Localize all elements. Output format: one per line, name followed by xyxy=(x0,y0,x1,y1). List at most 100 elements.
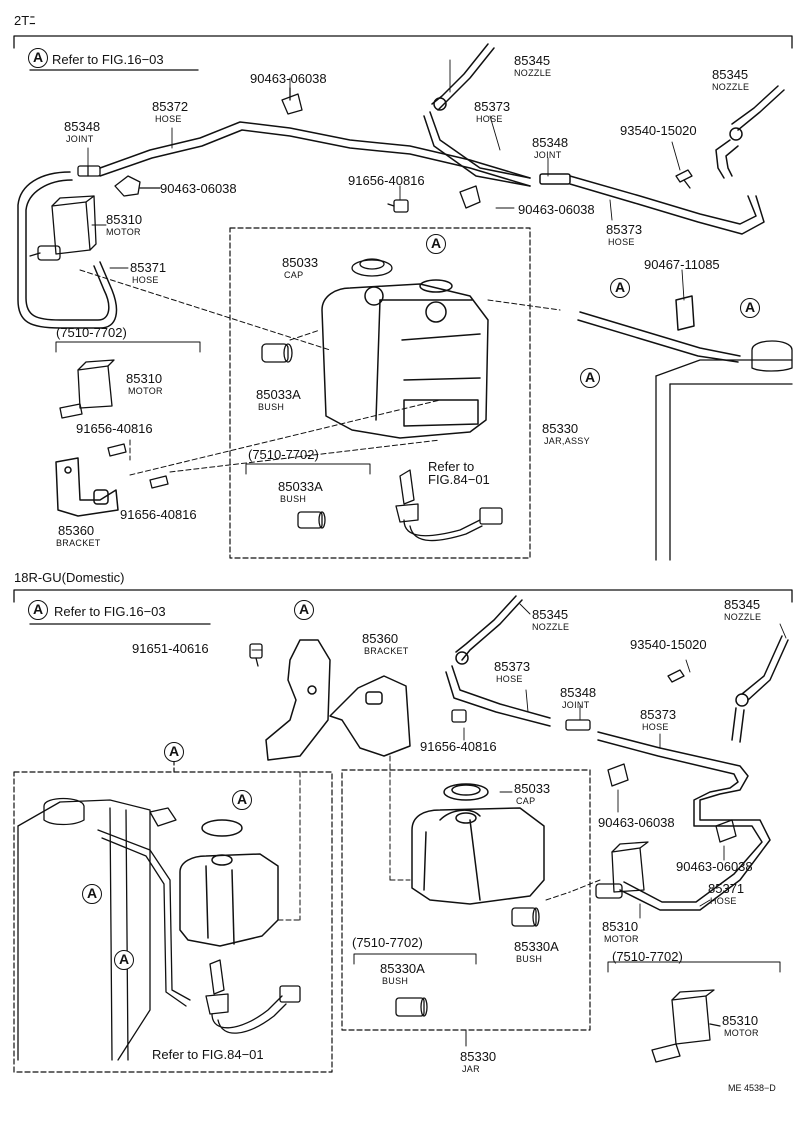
callout-number: 85033A xyxy=(278,479,323,494)
upper-dashed-guides xyxy=(79,269,561,476)
callout-number: 85330 xyxy=(542,421,579,436)
callout-number: 85373 xyxy=(474,99,511,114)
nozzle-85345-lower-right xyxy=(731,635,789,743)
lower-dashed-guides xyxy=(389,755,601,901)
callout-number: 91656-40816 xyxy=(348,173,425,188)
callout-number: 85348 xyxy=(64,119,101,134)
callout-number: 85330A xyxy=(514,939,559,954)
hose-90467-right xyxy=(577,295,741,363)
section-title-upper: 2Tﾆ xyxy=(14,13,36,28)
callout-name: HOSE xyxy=(155,114,182,124)
callout-name: NOZZLE xyxy=(514,68,552,78)
marker-a: A xyxy=(232,790,252,810)
motor-85310-upper xyxy=(29,195,97,261)
ref-letter-lower: A xyxy=(28,600,48,620)
hose-85373-right xyxy=(539,173,765,235)
lower-section-frame xyxy=(13,589,793,625)
callout-number: 90467-11085 xyxy=(644,257,720,272)
cap-85033-upper xyxy=(351,258,393,277)
section-reference-upper: Refer to FIG.16−03 xyxy=(52,52,164,67)
pump-connector-upper xyxy=(395,469,503,542)
marker-a: A xyxy=(740,298,760,318)
callout-number: Refer to xyxy=(428,459,475,474)
callout-number: FIG.84−01 xyxy=(428,472,490,487)
clip-90463-top xyxy=(281,87,303,115)
callout-number: 85371 xyxy=(130,260,167,275)
callout-number: (7510-7702) xyxy=(248,447,319,462)
drawing-code: ME 4538−D xyxy=(728,1083,776,1093)
clip-90463-center xyxy=(459,185,481,209)
jar-lower-left xyxy=(179,819,279,947)
nozzle-85345-lower-center xyxy=(445,595,551,727)
hose-85371-upper xyxy=(17,171,118,329)
callout-number: 85345 xyxy=(712,67,749,82)
variant-bracket-lower-right xyxy=(607,961,781,973)
callout-number: 85348 xyxy=(560,685,597,700)
marker-a: A xyxy=(164,742,184,762)
callout-number: 85330 xyxy=(460,1049,497,1064)
lower-left-dashed-frame xyxy=(13,759,333,1073)
bush-85033A-upper xyxy=(261,343,293,363)
joint-85348-lower xyxy=(565,719,591,731)
callout-number: 85373 xyxy=(494,659,531,674)
callout-name: JAR xyxy=(462,1064,480,1074)
bracket-85360-lower xyxy=(329,675,411,757)
callout-number: 85310 xyxy=(106,212,143,227)
hose-85372 xyxy=(99,121,531,187)
ref-letter-upper: A xyxy=(28,48,48,68)
radiator-upper xyxy=(655,340,793,561)
callout-name: MOTOR xyxy=(106,227,141,237)
callout-number: 91651-40616 xyxy=(132,641,209,656)
callout-name: HOSE xyxy=(642,722,669,732)
callout-name: BUSH xyxy=(516,954,543,964)
bracket-85360-upper xyxy=(55,457,119,517)
callout-name: JOINT xyxy=(534,150,562,160)
callout-name: BRACKET xyxy=(56,538,101,548)
joint-85348-left xyxy=(77,165,101,177)
callout-name: NOZZLE xyxy=(724,612,762,622)
callout-number: 85345 xyxy=(724,597,761,612)
callout-number: 91656-40816 xyxy=(76,421,153,436)
callout-name: CAP xyxy=(516,796,536,806)
callout-number: 85310 xyxy=(722,1013,759,1028)
callout-name: JOINT xyxy=(562,700,590,710)
callout-number: 85371 xyxy=(708,881,745,896)
callout-number: 85373 xyxy=(606,222,643,237)
clip-lower-left xyxy=(149,807,177,827)
clips-90463-lower xyxy=(607,763,737,843)
callout-number: 90463-06038 xyxy=(160,181,237,196)
callout-name: BRACKET xyxy=(364,646,409,656)
callout-name: MOTOR xyxy=(604,934,639,944)
bolt-91656-lower xyxy=(451,709,467,723)
callout-name: NOZZLE xyxy=(712,82,750,92)
bolt-91651 xyxy=(249,643,263,667)
upper-leader-lines xyxy=(87,59,685,301)
pump-connector-lower xyxy=(205,959,301,1034)
motor-85310-variant-lower xyxy=(651,989,721,1063)
jar-85330-upper xyxy=(321,279,489,439)
callout-name: JOINT xyxy=(66,134,94,144)
clip-90463-left xyxy=(114,175,161,197)
callout-number: 90463-06038 xyxy=(598,815,675,830)
callout-number: 85360 xyxy=(362,631,399,646)
jar-variant-bracket-upper xyxy=(245,463,371,475)
callout-number: (7510-7702) xyxy=(56,325,127,340)
bracket-lower-left xyxy=(265,639,331,761)
hose-85373-85371-lower xyxy=(597,731,771,911)
callout-number: 85033 xyxy=(514,781,551,796)
callout-number: 90463-06038 xyxy=(250,71,327,86)
lower-leader-lines xyxy=(251,603,787,919)
callout-number: 85033A xyxy=(256,387,301,402)
callout-number: 85373 xyxy=(640,707,677,722)
marker-a: A xyxy=(294,600,314,620)
bush-85330A-lower xyxy=(395,907,540,1017)
motor-85310-variant-upper xyxy=(59,359,115,419)
jar-variant-bracket-lower xyxy=(353,953,477,1047)
callout-name: MOTOR xyxy=(128,386,163,396)
marker-a: A xyxy=(610,278,630,298)
bolt-91656-upper xyxy=(387,199,409,213)
marker-a: A xyxy=(426,234,446,254)
callout-number: 85360 xyxy=(58,523,95,538)
callout-name: BUSH xyxy=(258,402,285,412)
